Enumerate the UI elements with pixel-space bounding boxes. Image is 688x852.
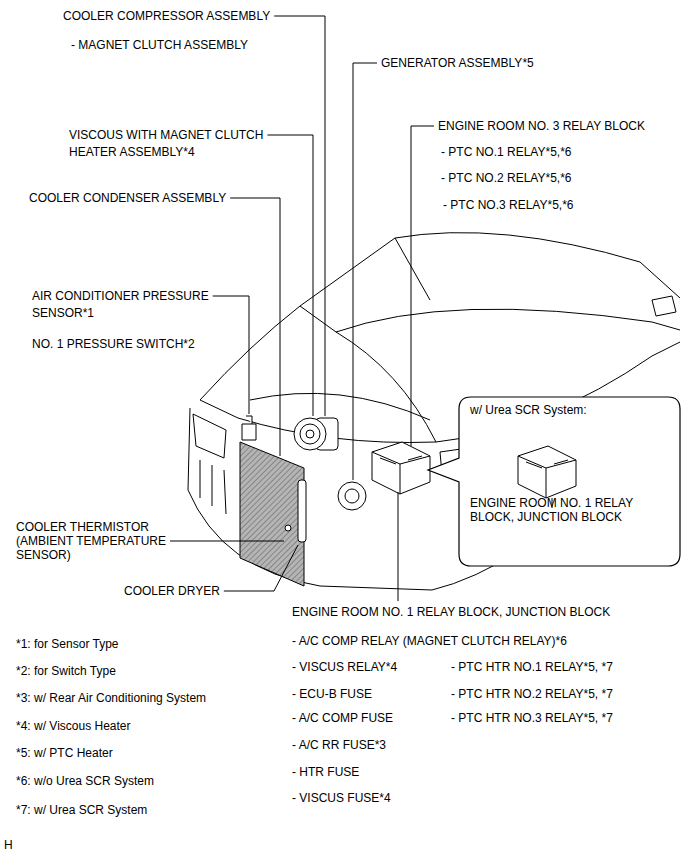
pressure-sensor	[242, 416, 256, 440]
inset-frame	[428, 397, 680, 566]
figure-code: H	[4, 838, 13, 852]
part-label: - MAGNET CLUTCH ASSEMBLY	[71, 38, 248, 52]
compressor	[294, 418, 338, 450]
inset-heading: w/ Urea SCR System:	[470, 403, 587, 417]
part-label: VISCOUS WITH MAGNET CLUTCH HEATER ASSEMB…	[69, 127, 301, 161]
footnote: *4: w/ Viscous Heater	[16, 719, 131, 733]
relay-block	[372, 442, 430, 494]
dryer	[298, 480, 306, 542]
part-label: COOLER DRYER	[124, 584, 220, 598]
part-label: - PTC NO.2 RELAY*5,*6	[441, 171, 572, 185]
part-label: - PTC NO.3 RELAY*5,*6	[443, 198, 574, 212]
footnote: *2: for Switch Type	[16, 664, 116, 678]
thermistor	[285, 525, 291, 531]
part-label: - PTC HTR NO.1 RELAY*5, *7	[451, 660, 613, 674]
part-label: AIR CONDITIONER PRESSURE SENSOR*1	[32, 288, 228, 322]
part-label: GENERATOR ASSEMBLY*5	[381, 56, 534, 70]
generator	[338, 482, 366, 510]
part-label: - A/C RR FUSE*3	[292, 738, 386, 752]
part-label: ENGINE ROOM NO. 3 RELAY BLOCK	[438, 119, 645, 133]
leader-line	[213, 296, 249, 414]
leader-line	[267, 135, 313, 416]
part-label: COOLER CONDENSER ASSEMBLY	[29, 191, 226, 205]
part-label: COOLER THERMISTOR (AMBIENT TEMPERATURE S…	[16, 520, 188, 562]
part-label: - A/C COMP RELAY (MAGNET CLUTCH RELAY)*6	[292, 634, 567, 648]
leader-line	[411, 126, 434, 446]
part-label: - HTR FUSE	[292, 765, 359, 779]
leader-line	[170, 541, 284, 542]
part-label: NO. 1 PRESSURE SWITCH*2	[32, 337, 195, 351]
footnote: *3: w/ Rear Air Conditioning System	[16, 691, 206, 705]
part-label: ENGINE ROOM NO. 1 RELAY BLOCK, JUNCTION …	[292, 605, 610, 619]
footnote: *6: w/o Urea SCR System	[16, 774, 154, 788]
footnote: *7: w/ Urea SCR System	[16, 803, 147, 817]
leader-line	[274, 16, 325, 416]
footnote: *1: for Sensor Type	[16, 637, 119, 651]
leader-line	[398, 492, 399, 601]
part-label: - ECU-B FUSE	[292, 687, 372, 701]
part-label: - PTC NO.1 RELAY*5,*6	[441, 145, 572, 159]
leader-line	[353, 63, 377, 480]
footnote: *5: w/ PTC Heater	[16, 746, 113, 760]
part-label: - VISCUS FUSE*4	[292, 791, 391, 805]
condenser	[240, 442, 304, 586]
part-label: ENGINE ROOM NO. 1 RELAY BLOCK, JUNCTION …	[470, 496, 650, 524]
part-label: - VISCUS RELAY*4	[292, 660, 397, 674]
leader-line	[224, 545, 298, 591]
part-label: - PTC HTR NO.3 RELAY*5, *7	[451, 711, 613, 725]
part-label: - A/C COMP FUSE	[292, 711, 393, 725]
part-label: COOLER COMPRESSOR ASSEMBLY	[63, 9, 270, 23]
inset-box: w/ Urea SCR System: ENGINE ROOM NO. 1 REL…	[459, 397, 680, 566]
part-label: - PTC HTR NO.2 RELAY*5, *7	[451, 687, 613, 701]
vehicle-body	[188, 233, 680, 590]
leader-line	[230, 198, 280, 456]
